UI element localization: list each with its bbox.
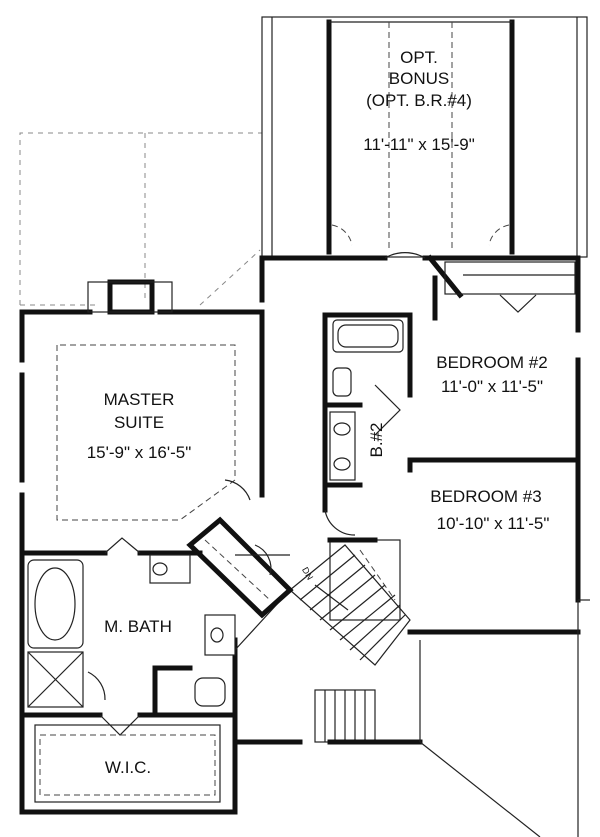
exterior-walls: [19, 255, 581, 815]
bedroom-2: BEDROOM #2 11'-0" x 11'-5": [407, 254, 581, 463]
bonus-label-line2: BONUS: [389, 69, 449, 88]
bonus-label-line3: (OPT. B.R.#4): [366, 91, 472, 110]
bath2-name: B.#2: [367, 423, 386, 458]
master-suite: MASTER SUITE 15'-9" x 16'-5": [19, 344, 265, 556]
master-label-line2: SUITE: [114, 413, 164, 432]
wic-name: W.I.C.: [105, 758, 151, 777]
bedroom2-size: 11'-0" x 11'-5": [441, 377, 543, 396]
walk-in-closet: W.I.C.: [19, 712, 221, 815]
bonus-label-line1: OPT.: [400, 48, 438, 67]
bonus-size: 11'-11" x 15'-9": [363, 135, 475, 154]
mbath-name: M. BATH: [104, 617, 172, 636]
bedroom3-name: BEDROOM #3: [430, 487, 541, 506]
hall: [322, 252, 426, 513]
master-bath: M. BATH: [19, 537, 238, 736]
master-label-line1: MASTER: [104, 390, 175, 409]
bedroom-3: BEDROOM #3 10'-10" x 11'-5": [324, 457, 581, 635]
chimney: [87, 279, 173, 315]
bedroom2-name: BEDROOM #2: [436, 353, 547, 372]
master-size: 15'-9" x 16'-5": [87, 443, 192, 462]
lower-roof: [234, 589, 590, 837]
stair: DN: [232, 544, 423, 745]
bedroom3-size: 10'-10" x 11'-5": [437, 514, 550, 533]
bonus-room: OPT. BONUS (OPT. B.R.#4) 11'-11" x 15'-9…: [261, 16, 588, 258]
hall-closets: [186, 516, 294, 619]
attic-outline: [19, 132, 262, 306]
bath-2: B.#2: [322, 319, 404, 488]
